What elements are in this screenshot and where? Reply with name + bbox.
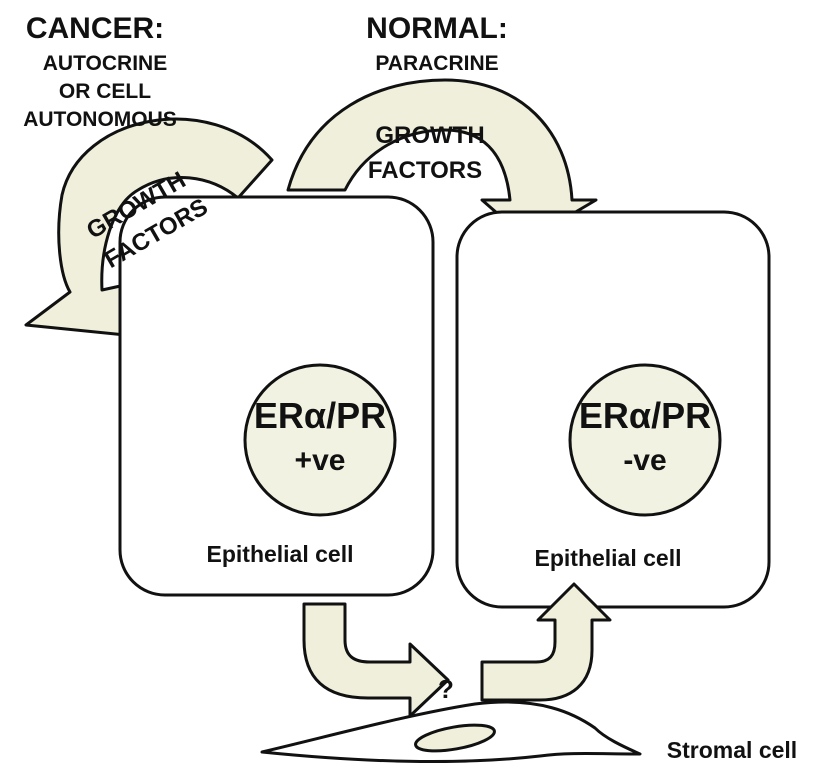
stroma-signal-arrow <box>304 604 448 716</box>
normal-line-1: PARACRINE <box>375 52 498 75</box>
right-nucleus <box>570 365 720 515</box>
right-receptor-label: ERα/PR <box>579 395 711 436</box>
left-nucleus <box>245 365 395 515</box>
right-cell-label: Epithelial cell <box>535 545 682 571</box>
cancer-title: CANCER: <box>26 12 164 45</box>
normal-title: NORMAL: <box>366 12 508 45</box>
left-receptor-label: ERα/PR <box>254 395 386 436</box>
paracrine-growth-label: GROWTH <box>375 122 484 149</box>
cancer-line-3: AUTONOMOUS <box>23 108 177 131</box>
unknown-signal-mark: ? <box>438 674 454 704</box>
stromal-cell-label: Stromal cell <box>667 737 797 763</box>
paracrine-factors-label: FACTORS <box>368 157 482 184</box>
right-status-label: -ve <box>623 444 666 477</box>
left-status-label: +ve <box>295 444 346 477</box>
left-cell-label: Epithelial cell <box>207 541 354 567</box>
cancer-line-2: OR CELL <box>59 80 151 103</box>
cancer-line-1: AUTOCRINE <box>43 52 167 75</box>
